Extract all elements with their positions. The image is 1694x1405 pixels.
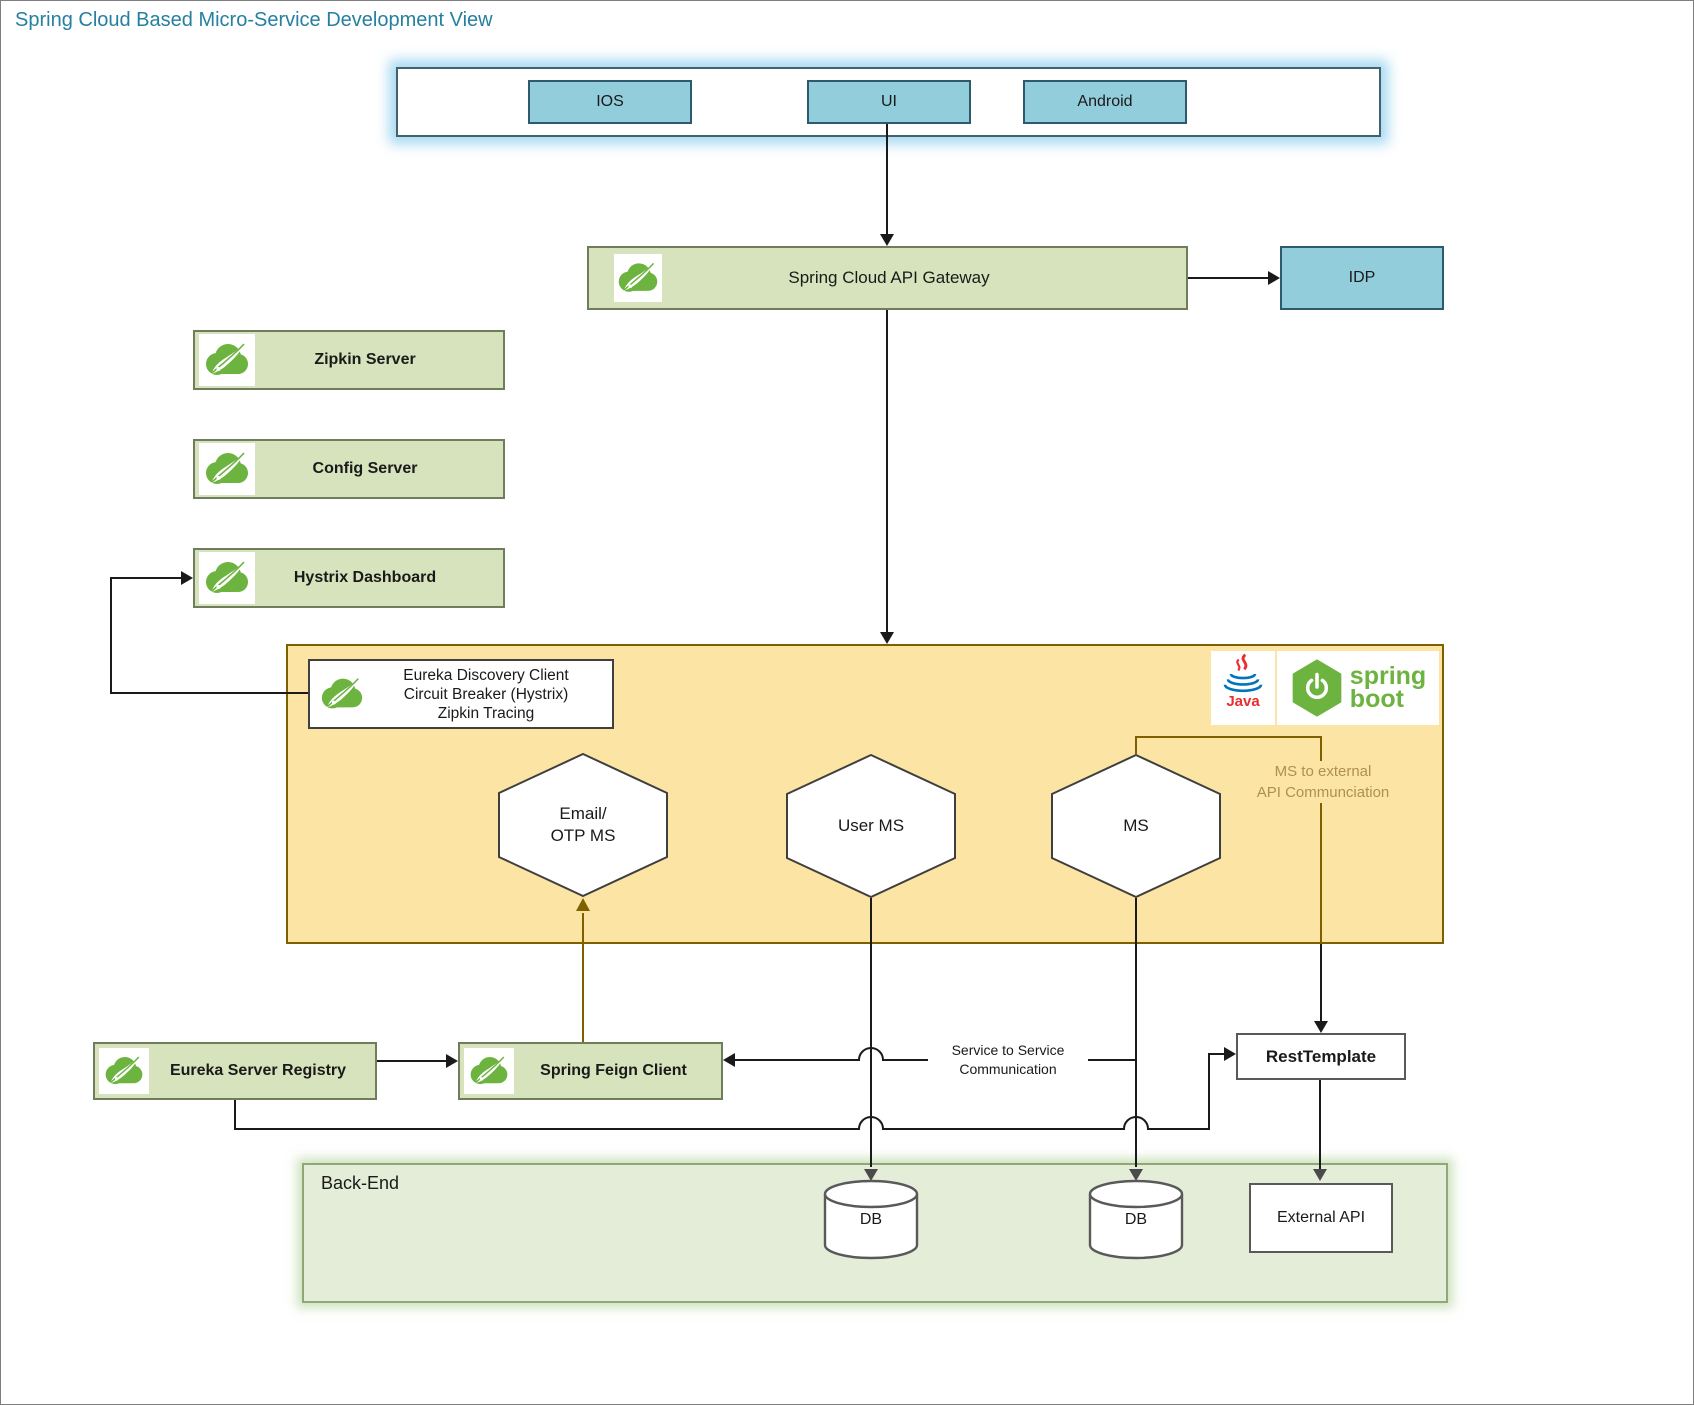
rest-template-box: RestTemplate [1236, 1033, 1406, 1080]
client-label: IOS [596, 93, 624, 110]
svc-comm-line2: Communication [959, 1061, 1057, 1077]
spring-boot-text-line2: boot [1349, 685, 1404, 713]
hex-label-line2: OTP MS [550, 826, 616, 845]
client-label: UI [881, 93, 897, 110]
spring-boot-logo-icon [1292, 659, 1342, 717]
db-label: DB [859, 1211, 883, 1228]
backend-label: Back-End [321, 1173, 400, 1193]
spring-logo-icon [199, 334, 255, 386]
rest-template-label: RestTemplate [1265, 1046, 1377, 1066]
client-box-android: Android [1023, 80, 1187, 124]
spring-feign-client-label: Spring Feign Client [540, 1062, 687, 1079]
spring-boot-logo-box: spring boot [1277, 651, 1439, 725]
eureka-server-registry-label: Eureka Server Registry [169, 1062, 347, 1079]
idp-label: IDP [1348, 269, 1376, 286]
eureka-server-registry-box: Eureka Server Registry [93, 1042, 377, 1100]
spring-logo-icon [99, 1048, 149, 1094]
api-gateway-box: Spring Cloud API Gateway [587, 246, 1188, 310]
eureka-client-line1: Eureka Discovery Client [403, 666, 569, 684]
hex-label-line1: User MS [837, 816, 905, 835]
java-logo-label: Java [1226, 693, 1260, 710]
hexagon-shape [498, 752, 668, 898]
java-logo-icon [1223, 653, 1263, 693]
db-cylinder-icon [1088, 1179, 1184, 1260]
eureka-client-lines: Eureka Discovery Client Circuit Breaker … [368, 666, 604, 723]
annotation-line2: API Communciation [1256, 784, 1390, 801]
hystrix-dashboard-label: Hystrix Dashboard [293, 569, 437, 586]
hystrix-dashboard-box: Hystrix Dashboard [193, 548, 505, 608]
spring-logo-icon [464, 1048, 514, 1094]
hexagon-email-otp-ms: Email/ OTP MS [497, 752, 669, 898]
hexagon-ms: MS [1050, 753, 1222, 899]
spring-feign-client-box: Spring Feign Client [458, 1042, 723, 1100]
svc-comm-line1: Service to Service [951, 1042, 1065, 1058]
spring-logo-icon [614, 254, 662, 302]
eureka-discovery-client-box: Eureka Discovery Client Circuit Breaker … [308, 659, 614, 729]
zipkin-server-box: Zipkin Server [193, 330, 505, 390]
db-cylinder-icon [823, 1179, 919, 1260]
api-gateway-label: Spring Cloud API Gateway [788, 268, 990, 287]
hex-label-line1: Email/ [559, 804, 607, 823]
spring-boot-text-line1: spring [1349, 662, 1427, 690]
spring-logo-icon [316, 668, 368, 720]
db-cylinder-1: DB [823, 1179, 919, 1263]
hexagon-user-ms: User MS [785, 753, 957, 899]
config-server-box: Config Server [193, 439, 505, 499]
ms-external-annotation: MS to external API Communciation [1233, 761, 1413, 803]
spring-logo-icon [199, 552, 255, 604]
java-logo-box: Java [1211, 651, 1275, 725]
hexagon-shape [786, 753, 956, 899]
db-label: DB [1124, 1211, 1148, 1228]
idp-box: IDP [1280, 246, 1444, 310]
external-api-box: External API [1249, 1183, 1393, 1253]
client-label: Android [1077, 93, 1133, 110]
zipkin-server-label: Zipkin Server [314, 351, 416, 368]
spring-logo-icon [199, 443, 255, 495]
client-box-ios: IOS [528, 80, 692, 124]
eureka-client-line3: Zipkin Tracing [437, 704, 535, 722]
client-box-ui: UI [807, 80, 971, 124]
eureka-client-line2: Circuit Breaker (Hystrix) [403, 685, 569, 703]
service-to-service-label: Service to Service Communication [928, 1041, 1088, 1079]
config-server-label: Config Server [312, 460, 418, 477]
external-api-label: External API [1276, 1209, 1366, 1226]
power-icon [1305, 678, 1328, 699]
db-cylinder-2: DB [1088, 1179, 1184, 1263]
hex-label-line1: MS [1123, 816, 1149, 835]
annotation-line1: MS to external [1274, 763, 1372, 780]
page-title: Spring Cloud Based Micro-Service Develop… [15, 9, 493, 31]
